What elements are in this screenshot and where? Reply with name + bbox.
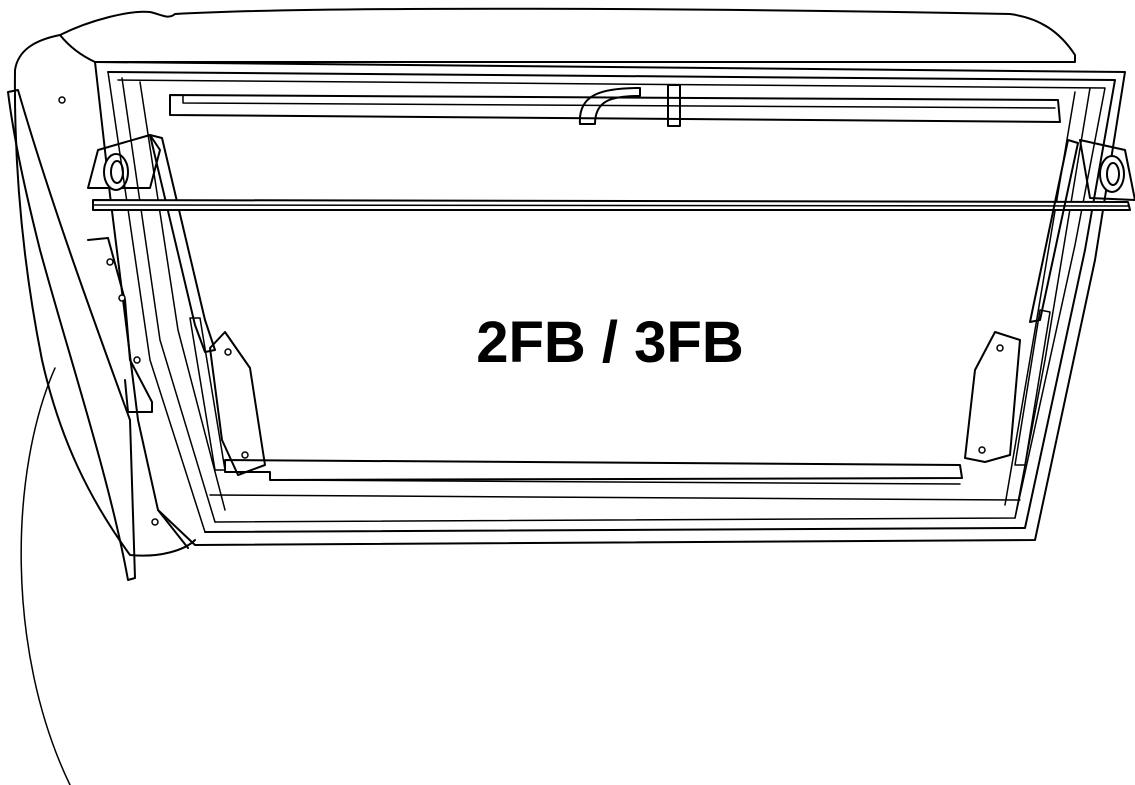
left-link-arm	[7, 89, 136, 581]
left-arm-inner-edge	[94, 61, 189, 549]
rivet-hole	[106, 258, 114, 266]
swing-arc	[20, 367, 71, 785]
frame-inner-2	[117, 79, 1106, 523]
bottom-frame-line	[209, 494, 1021, 501]
rivet-hole	[996, 344, 1004, 352]
top-cushion	[59, 7, 1076, 63]
right-hinge-pivot-inner	[1106, 162, 1120, 186]
bottom-platform-edge	[269, 479, 961, 485]
right-hinge-bracket	[1079, 139, 1135, 201]
left-arm-profile	[13, 34, 196, 557]
rivet-hole	[978, 446, 986, 454]
right-bracket-rail	[1014, 309, 1051, 466]
left-hinge-bracket	[87, 134, 161, 189]
strap-loop	[578, 87, 641, 125]
rivet-hole	[133, 356, 141, 364]
frame-outer	[94, 61, 1126, 546]
rivet-hole	[151, 518, 159, 526]
rivet-hole	[58, 96, 66, 104]
cross-bar-mid	[92, 204, 1129, 207]
frame-inner-1	[107, 71, 1116, 533]
frame-rail-left-2	[121, 77, 216, 523]
frame-rail-left-3	[139, 81, 226, 511]
strap-tab	[667, 84, 681, 127]
model-label: 2FB / 3FB	[476, 310, 744, 375]
left-bottom-bracket	[209, 331, 266, 476]
right-bottom-bracket	[964, 331, 1021, 463]
frame-rail-left-1	[107, 71, 206, 533]
bottom-platform	[224, 459, 963, 481]
left-diagonal-strut	[149, 134, 216, 353]
rivet-hole	[224, 348, 232, 356]
rivet-hole	[118, 294, 126, 302]
rivet-hole	[241, 451, 249, 459]
left-link-plate	[87, 237, 153, 413]
rear-bar-edge	[182, 94, 1056, 109]
rear-bar	[169, 94, 1061, 123]
right-diagonal-strut	[1029, 139, 1079, 323]
